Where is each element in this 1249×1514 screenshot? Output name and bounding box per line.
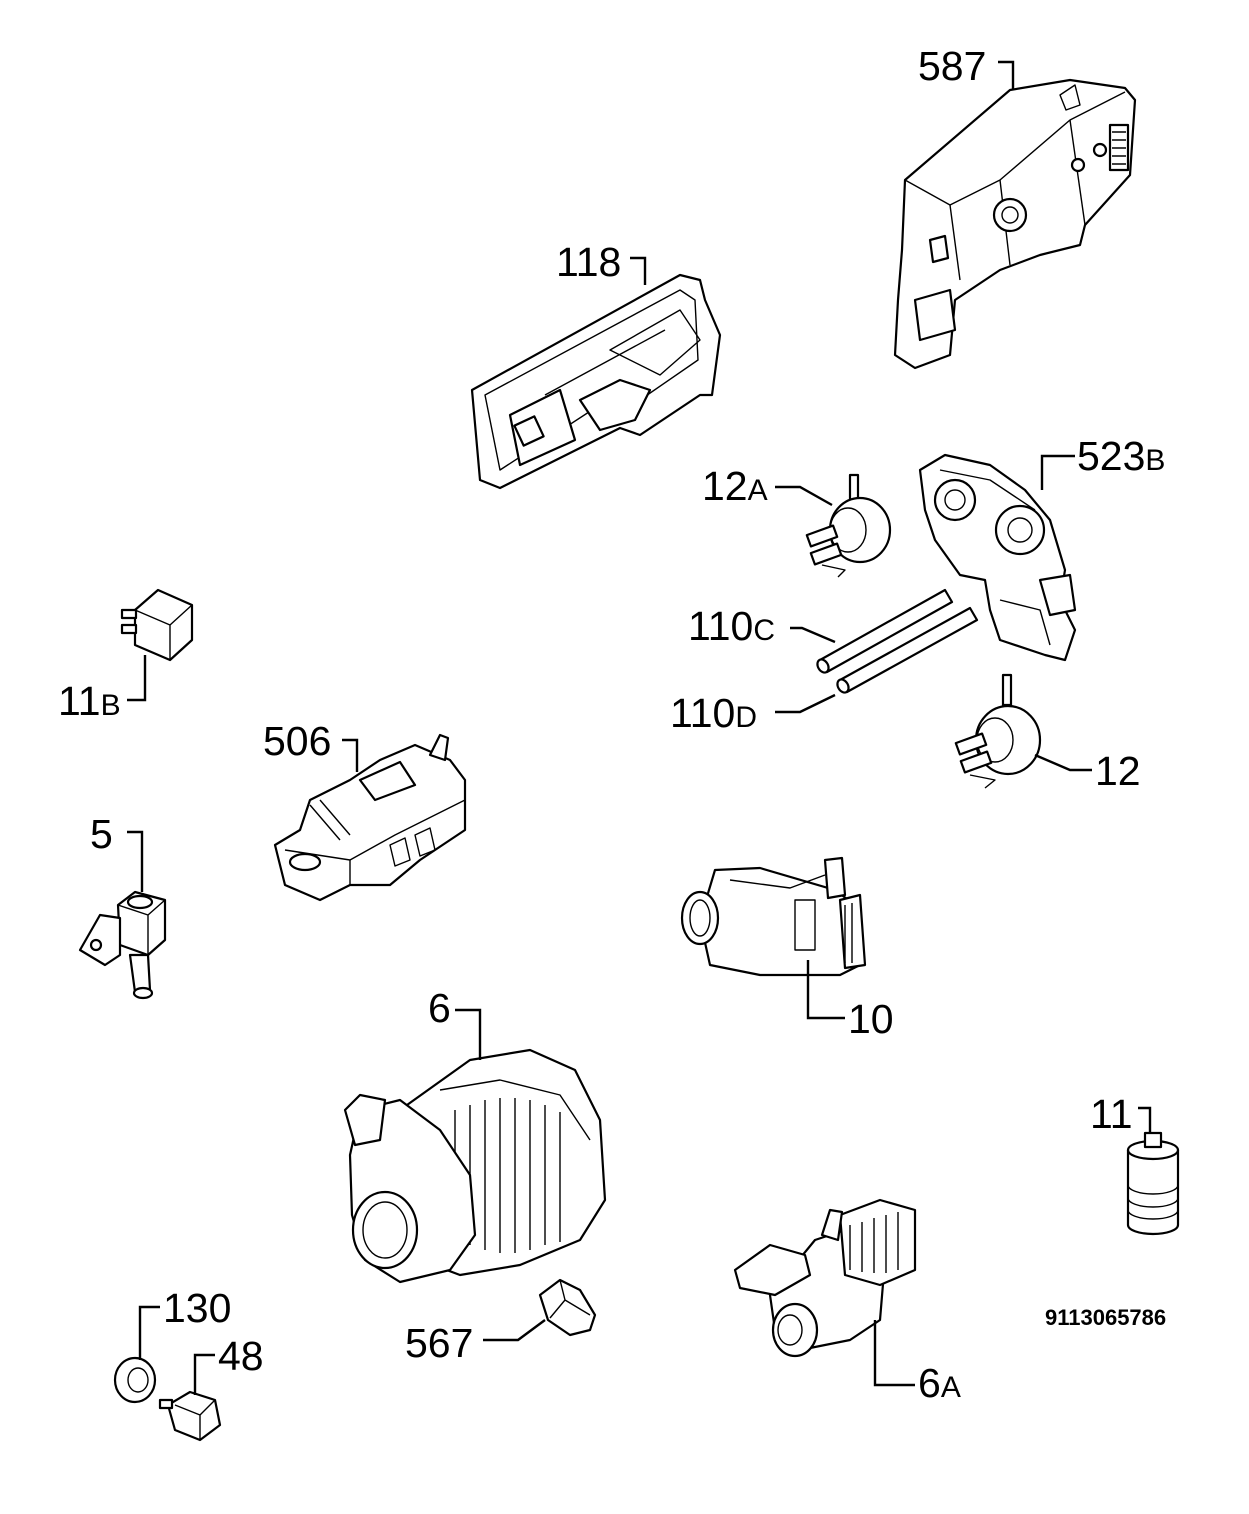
label-506: 506 bbox=[263, 718, 331, 764]
leader-118 bbox=[630, 256, 647, 285]
leader-6a bbox=[873, 1320, 915, 1387]
label-523b: 523B bbox=[1077, 433, 1165, 479]
label-12a: 12A bbox=[702, 463, 768, 509]
leader-506 bbox=[342, 738, 359, 772]
label-6a: 6A bbox=[918, 1360, 961, 1406]
leader-567 bbox=[483, 1319, 546, 1342]
leader-587 bbox=[998, 60, 1015, 90]
part-48-plug bbox=[158, 1390, 222, 1442]
label-130: 130 bbox=[163, 1285, 231, 1331]
leader-523b bbox=[1040, 454, 1075, 490]
label-567: 567 bbox=[405, 1320, 473, 1366]
leader-11 bbox=[1138, 1106, 1152, 1132]
leader-11b bbox=[127, 655, 147, 702]
label-48: 48 bbox=[218, 1333, 264, 1379]
label-110c: 110C bbox=[688, 603, 775, 649]
part-130-seal-ring bbox=[113, 1356, 157, 1404]
part-118-dispenser bbox=[470, 273, 722, 490]
part-110c-hose bbox=[816, 588, 954, 674]
label-587: 587 bbox=[918, 43, 986, 89]
label-118: 118 bbox=[556, 239, 621, 285]
part-587-control-module bbox=[893, 78, 1137, 370]
label-110d: 110D bbox=[670, 690, 757, 736]
leader-48 bbox=[193, 1353, 215, 1395]
label-11: 11 bbox=[1090, 1091, 1133, 1137]
leader-12 bbox=[1034, 753, 1092, 772]
label-12: 12 bbox=[1095, 748, 1141, 794]
part-110d-hose bbox=[836, 606, 979, 694]
part-6a-drain-pump bbox=[733, 1198, 917, 1358]
part-10-heater bbox=[680, 856, 867, 977]
part-11-capacitor bbox=[1126, 1131, 1180, 1236]
reference-code: 9113065786 bbox=[1045, 1305, 1166, 1330]
label-6: 6 bbox=[428, 985, 451, 1031]
part-506-door-lock bbox=[273, 733, 467, 902]
part-523b-pressure-chamber bbox=[918, 453, 1077, 662]
label-11b: 11B bbox=[58, 678, 121, 724]
leader-110c bbox=[790, 626, 836, 644]
part-12-pressure-switch bbox=[954, 673, 1042, 789]
part-6-circulation-pump bbox=[343, 1048, 607, 1284]
part-5-inlet-valve bbox=[78, 890, 167, 1000]
leader-6 bbox=[455, 1008, 482, 1060]
leader-10 bbox=[806, 960, 845, 1020]
label-5: 5 bbox=[90, 811, 113, 857]
leader-130 bbox=[138, 1305, 160, 1360]
part-567-clip bbox=[538, 1278, 597, 1337]
leader-12a bbox=[775, 485, 833, 507]
part-11b-relay bbox=[120, 588, 194, 662]
label-10: 10 bbox=[848, 996, 894, 1042]
leader-5 bbox=[127, 830, 144, 892]
part-12a-pressure-switch bbox=[805, 473, 892, 578]
leader-110d bbox=[775, 693, 836, 714]
